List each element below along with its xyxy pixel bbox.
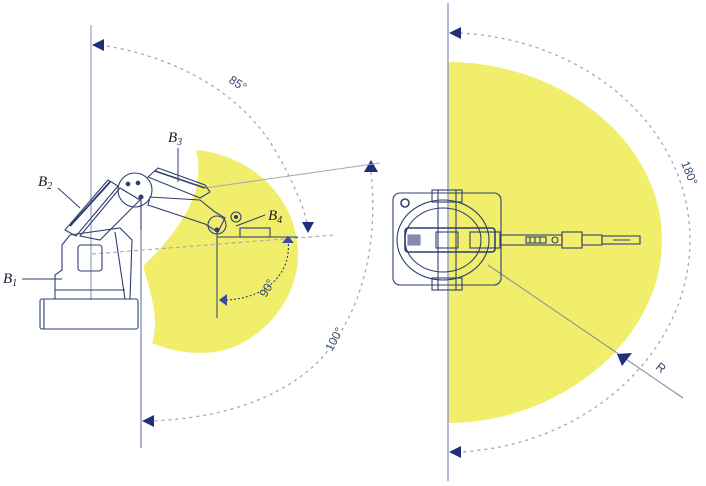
- b2-leader: [57, 187, 81, 209]
- arc-85-deg: [99, 44, 309, 229]
- arrow-icon: [449, 27, 461, 39]
- label-b3: B3: [168, 130, 182, 148]
- arrow-icon: [449, 446, 461, 458]
- robot-arm-top: [392, 189, 641, 291]
- arrow-icon: [364, 160, 378, 172]
- side-view: B1 B2 B3 B4 85° 90° 100°: [3, 25, 381, 448]
- label-b4: B4: [268, 208, 282, 226]
- label-b1: B1: [3, 271, 17, 289]
- angle-180-label: 180°: [678, 159, 700, 187]
- arrow-icon: [302, 222, 314, 233]
- label-b2: B2: [38, 174, 52, 192]
- upper-reach-line: [204, 162, 381, 189]
- arrow-icon: [282, 236, 294, 243]
- side-workspace-region: [143, 150, 299, 353]
- arrow-icon: [617, 353, 632, 366]
- radius-label: R: [653, 360, 669, 377]
- arc-180-deg: [459, 32, 691, 453]
- arrow-icon: [142, 415, 154, 427]
- robot-arm-side: [39, 167, 298, 330]
- arc-90-deg: [225, 239, 289, 301]
- angle-85-label: 85°: [226, 73, 249, 95]
- arrow-icon: [219, 294, 227, 306]
- horizontal-reference-dash: [91, 234, 336, 255]
- arrow-icon: [92, 39, 104, 51]
- b4-leader: [235, 214, 266, 227]
- radius-line: [487, 264, 684, 399]
- top-view: 180° R: [392, 3, 701, 481]
